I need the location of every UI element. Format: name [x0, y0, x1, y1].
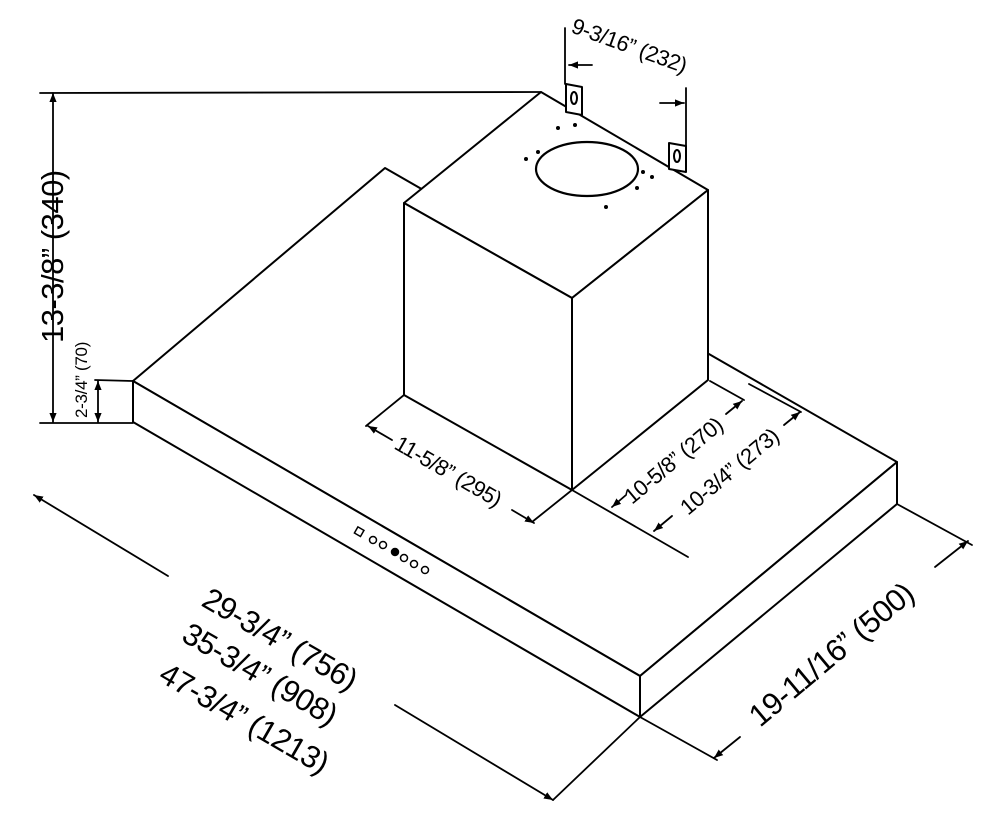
control-button [368, 535, 378, 545]
control-button [399, 553, 409, 563]
screw-holes [524, 123, 654, 209]
control-button [420, 565, 430, 575]
mounting-brackets [565, 83, 687, 173]
dimension-lines [33, 61, 969, 801]
width-labels: 29-3/4” (756) 35-3/4” (908) 47-3/4” (121… [154, 581, 364, 781]
overall-height-label: 13-3/8” (340) [35, 170, 70, 343]
bracket-left [565, 83, 583, 116]
bracket-spacing-label: 9-3/16” (232) [568, 13, 690, 78]
chimney-side-face [571, 189, 709, 491]
control-button [378, 540, 388, 550]
control-panel [353, 525, 430, 575]
control-indicator [353, 525, 365, 538]
control-button [409, 559, 419, 569]
control-button [390, 547, 400, 557]
hood-thickness-label: 2-3/4” (70) [72, 342, 91, 418]
bracket-right [668, 142, 687, 173]
extension-lines [39, 27, 973, 801]
exhaust-opening [534, 140, 640, 198]
